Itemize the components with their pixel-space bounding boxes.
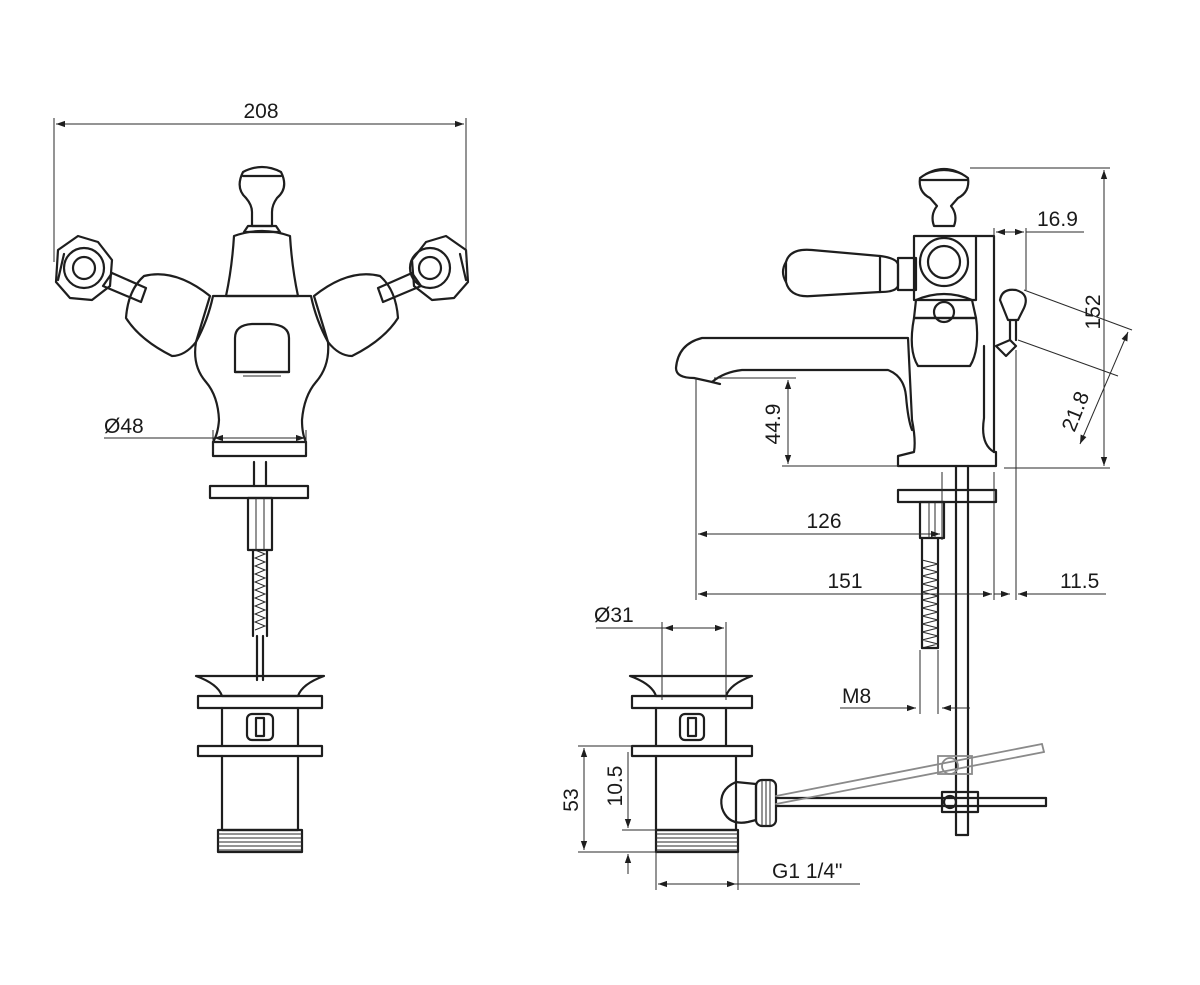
- dim-thread-length: 10.5: [604, 766, 627, 807]
- dim-overall-depth: 151: [827, 570, 862, 593]
- dim-rod-offset: 16.9: [1037, 208, 1078, 231]
- dimension-lines: [53, 118, 1133, 890]
- dim-rear-offset: 11.5: [1060, 570, 1099, 593]
- dim-waste-height: 53: [560, 788, 583, 811]
- dim-spout-height: 44.9: [762, 404, 785, 445]
- dim-overall-height: 152: [1082, 294, 1105, 329]
- dim-base-diameter: Ø48: [104, 415, 144, 438]
- front-view: [54, 165, 470, 854]
- dim-rod-length: 21.8: [1058, 388, 1095, 435]
- dim-waste-diameter: Ø31: [594, 604, 634, 627]
- dim-waste-thread: G1 1/4": [772, 860, 843, 883]
- dim-spout-reach: 126: [806, 510, 841, 533]
- dim-overall-width: 208: [243, 100, 278, 123]
- dim-stud-thread: M8: [842, 685, 871, 708]
